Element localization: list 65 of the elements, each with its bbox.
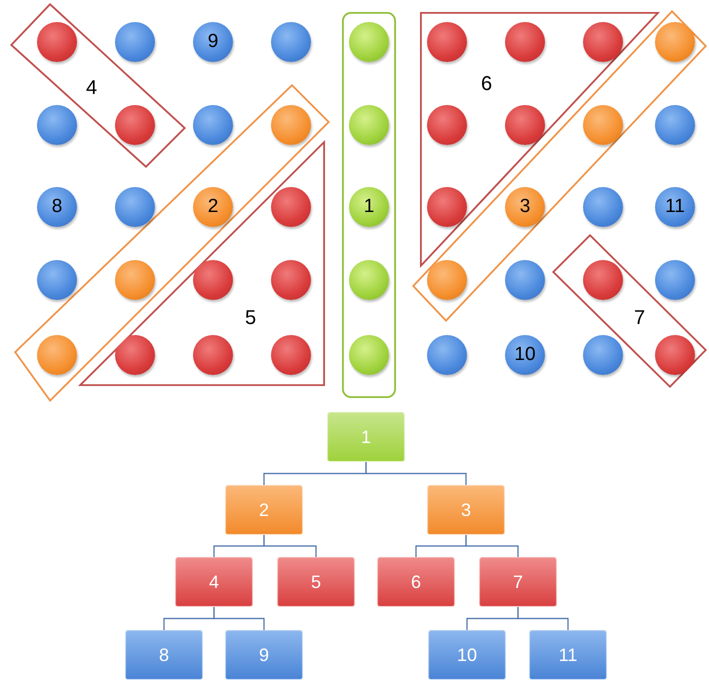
dot <box>271 105 311 145</box>
numbered-dot: 11 <box>655 187 695 227</box>
dot <box>37 105 77 145</box>
tree-box: 11 <box>529 630 607 680</box>
numbered-dot: 10 <box>505 335 545 375</box>
dot <box>427 335 467 375</box>
dot <box>349 22 389 62</box>
dot <box>349 105 389 145</box>
dot <box>193 105 233 145</box>
group-number: 4 <box>86 78 98 98</box>
dot <box>427 22 467 62</box>
tree-box: 6 <box>377 557 455 607</box>
dot <box>655 260 695 300</box>
dot <box>271 335 311 375</box>
dot <box>115 22 155 62</box>
tree-box: 8 <box>125 630 203 680</box>
dot <box>37 335 77 375</box>
dot <box>349 335 389 375</box>
dot <box>37 260 77 300</box>
dot <box>115 335 155 375</box>
dot <box>115 105 155 145</box>
connector-line <box>365 462 467 485</box>
group-number: 7 <box>634 308 646 328</box>
dot <box>505 105 545 145</box>
connector-line <box>465 535 519 557</box>
numbered-dot: 1 <box>349 187 389 227</box>
numbered-dot: 8 <box>37 187 77 227</box>
connector-line <box>213 607 265 630</box>
dot <box>583 105 623 145</box>
dot <box>583 187 623 227</box>
numbered-dot: 2 <box>193 187 233 227</box>
numbered-dot: 3 <box>505 187 545 227</box>
tree-box: 3 <box>427 485 505 535</box>
tree-box: 5 <box>277 557 355 607</box>
tree-box: 10 <box>428 630 506 680</box>
dot <box>271 187 311 227</box>
dot <box>655 105 695 145</box>
dot <box>37 22 77 62</box>
dot <box>115 260 155 300</box>
dot <box>583 335 623 375</box>
dot <box>349 260 389 300</box>
dot <box>427 105 467 145</box>
dot <box>655 22 695 62</box>
tree-box: 7 <box>479 557 557 607</box>
group-number: 5 <box>245 308 256 328</box>
dot <box>193 335 233 375</box>
group-number: 6 <box>481 74 492 94</box>
tree-box: 9 <box>225 630 303 680</box>
dot <box>583 22 623 62</box>
dot <box>505 22 545 62</box>
tree-box: 2 <box>225 485 303 535</box>
dot <box>115 187 155 227</box>
dot <box>271 22 311 62</box>
tree-box: 1 <box>327 412 405 462</box>
dot <box>427 187 467 227</box>
dot <box>655 335 695 375</box>
dot <box>583 260 623 300</box>
numbered-dot: 9 <box>193 22 233 62</box>
dot <box>193 260 233 300</box>
connector-line <box>517 607 569 630</box>
dot <box>427 260 467 300</box>
dot <box>505 260 545 300</box>
dot <box>271 260 311 300</box>
connector-line <box>263 535 317 557</box>
tree-box: 4 <box>175 557 253 607</box>
